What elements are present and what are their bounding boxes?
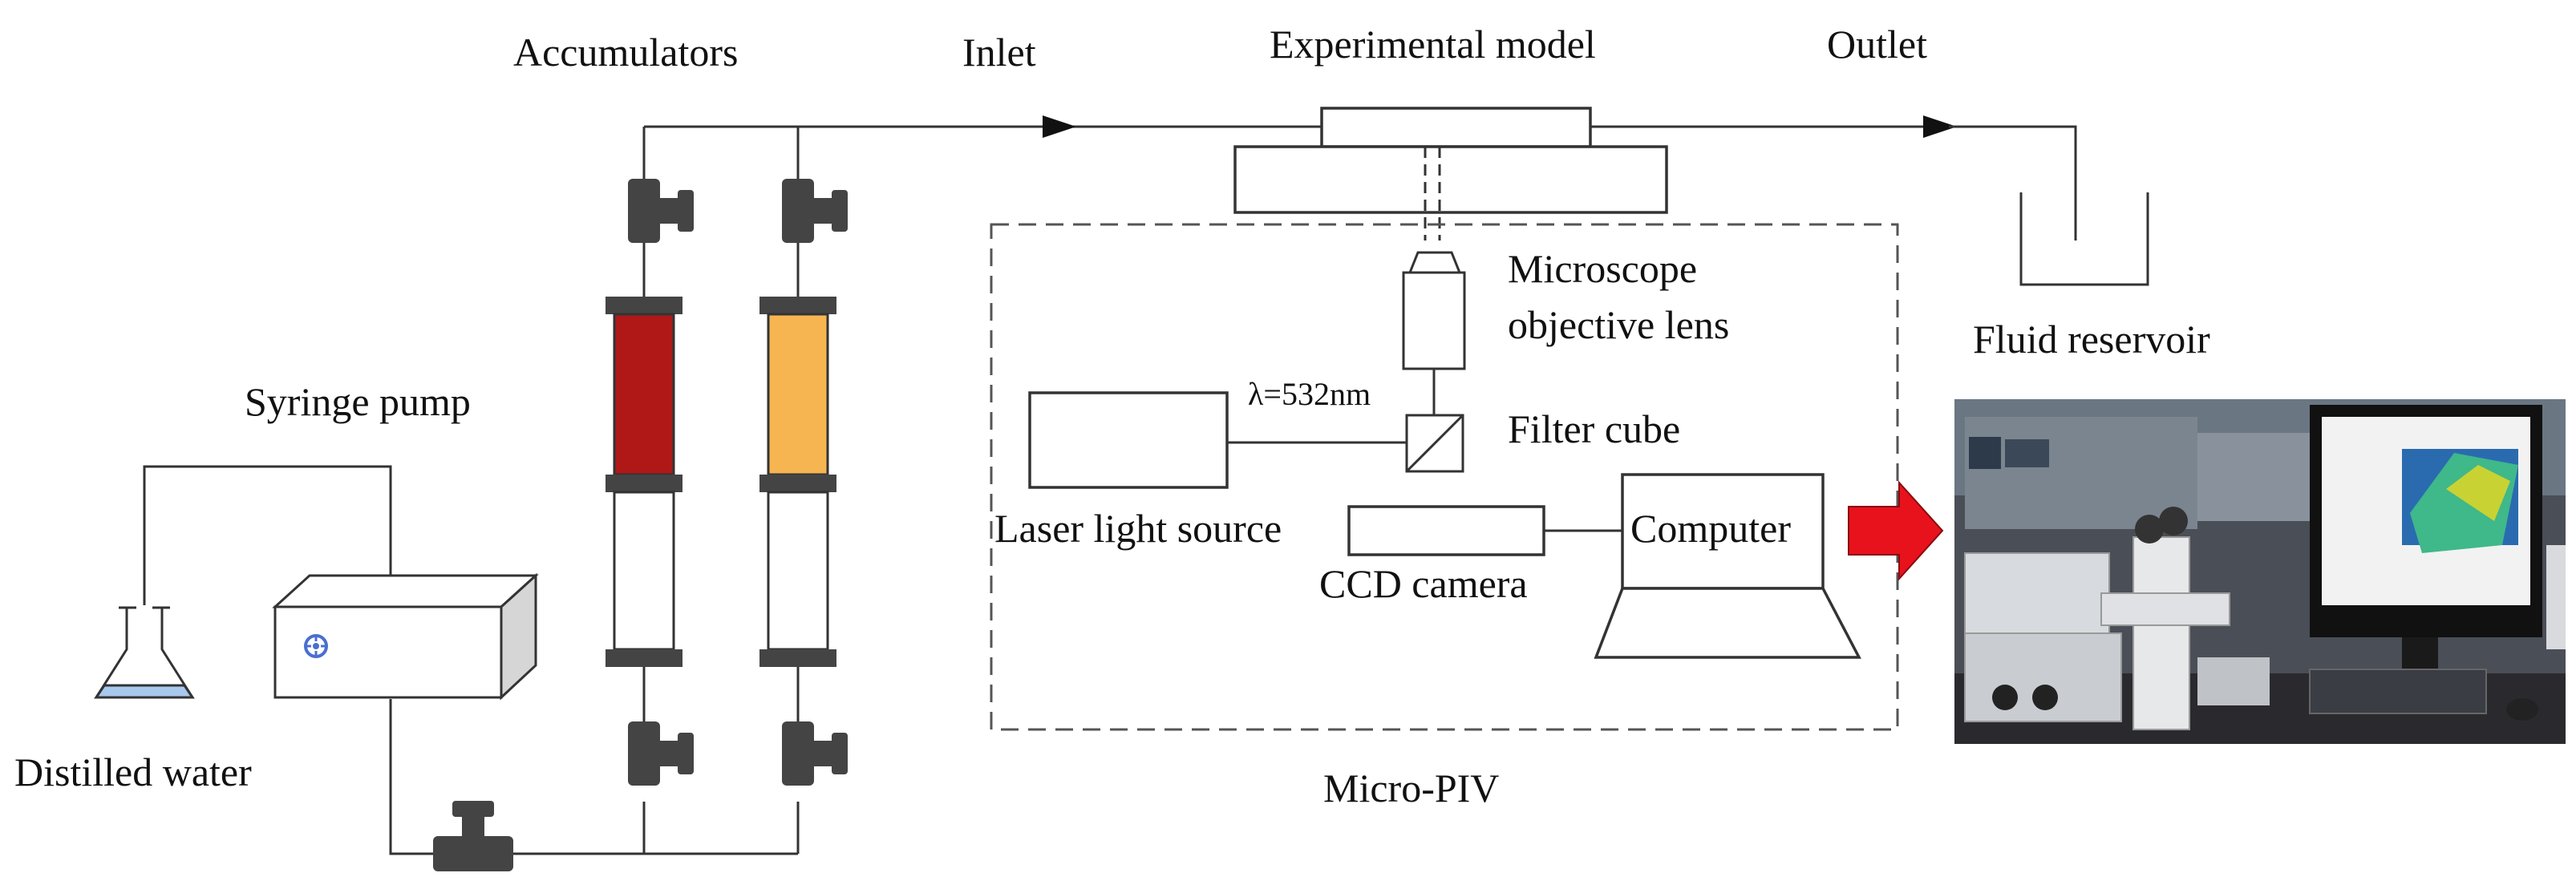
objective-lens	[1402, 251, 1466, 415]
filter-cube-label: Filter cube	[1508, 406, 1680, 451]
valve-bottom-left	[628, 721, 694, 786]
wavelength-label: λ=532nm	[1248, 376, 1371, 412]
laser-light-source-label: Laser light source	[994, 506, 1282, 551]
valve-bottom-right	[782, 721, 848, 786]
fluid-reservoir-label: Fluid reservoir	[1973, 317, 2210, 362]
lab-photo	[1954, 399, 2566, 744]
pump-outlet-tube	[389, 699, 473, 855]
valve-pump-outlet	[433, 801, 513, 871]
valves	[433, 179, 848, 871]
syringe-pump-label: Syringe pump	[245, 379, 471, 424]
water-fill	[94, 684, 195, 699]
accumulator-1-fluid	[613, 313, 675, 476]
accumulators-label: Accumulators	[513, 30, 738, 75]
microscope-stage	[1233, 145, 1668, 214]
outlet-arrow	[1923, 115, 1957, 138]
accumulator-2	[759, 297, 836, 667]
accumulator-2-fluid	[767, 313, 829, 476]
valve-top-left	[628, 179, 694, 243]
model-chip	[1320, 107, 1592, 148]
micro-piv-enclosure	[990, 223, 1899, 731]
valve-top-right	[782, 179, 848, 243]
experimental-model-label: Experimental model	[1270, 22, 1596, 67]
red-arrow	[1848, 480, 1944, 581]
reservoir-inlet-tube	[1949, 125, 2077, 240]
microscope-label-line1: Microscope	[1508, 246, 1697, 291]
inlet-arrow	[1043, 115, 1076, 138]
laser-light-source	[1028, 391, 1229, 489]
distilled-water-flask	[94, 606, 195, 699]
distilled-water-label: Distilled water	[14, 750, 252, 794]
outlet-label: Outlet	[1827, 22, 1927, 67]
inlet-label: Inlet	[962, 30, 1036, 75]
filter-cube	[1405, 414, 1464, 473]
pump-dial-icon	[304, 634, 328, 658]
computer-label: Computer	[1630, 506, 1791, 551]
syringe-pump	[272, 572, 539, 701]
computer-laptop	[1594, 473, 1861, 659]
ccd-camera-label: CCD camera	[1319, 561, 1528, 606]
flow-lines	[143, 115, 2077, 855]
experimental-model	[1233, 107, 1668, 240]
microscope-label-line2: objective lens	[1508, 302, 1729, 347]
accumulator-1	[606, 297, 682, 667]
ccd-camera	[1347, 505, 1545, 556]
fluid-reservoir	[2019, 192, 2149, 286]
water-feed-tube	[143, 465, 392, 605]
micro-piv-label: Micro-PIV	[1323, 766, 1499, 810]
